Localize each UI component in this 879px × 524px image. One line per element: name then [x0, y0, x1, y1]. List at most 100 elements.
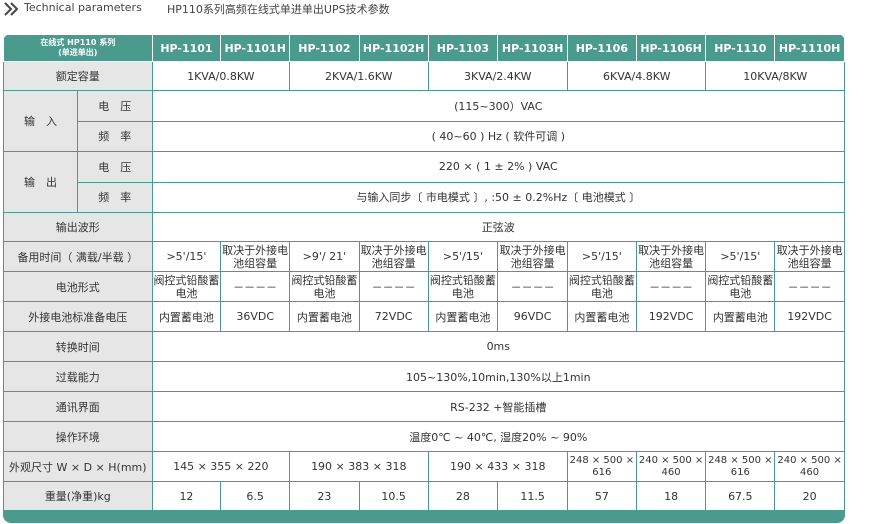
table-cell: 20	[774, 481, 845, 511]
table-cell: 6KVA/4.8KW	[566, 61, 707, 91]
row-label: 重量(净重)kg	[3, 481, 153, 511]
row-label: 外接电池标准备电压	[3, 301, 153, 332]
table-cell: 与输入同步〔 市电模式 〕, :50 ± 0.2%Hz〔 电池模式 〕	[151, 181, 845, 213]
double-chevron-icon	[4, 2, 19, 16]
table-cell: 248 × 500 × 616	[566, 451, 637, 482]
input-group-cell: 输 入 电 压 频 率	[3, 90, 153, 152]
table-row: 电池形式 阀控式铅酸蓄电池 －－－－ 阀控式铅酸蓄电池 －－－－ 阀控式铅酸蓄电…	[3, 271, 845, 302]
table-cell: 23	[289, 481, 360, 511]
table-cell: 取决于外接电池组容量	[497, 241, 568, 272]
table-cell: 36VDC	[220, 301, 291, 332]
table-cell: >5'/15'	[705, 241, 776, 272]
table-cell: －－－－	[358, 271, 429, 302]
table-cell: 2KVA/1.6KW	[289, 61, 429, 91]
table-cell: 190 × 433 × 318	[427, 451, 568, 482]
table-cell: 阀控式铅酸蓄电池	[566, 271, 637, 302]
table-cell: 阀控式铅酸蓄电池	[705, 271, 776, 302]
table-cell: 0ms	[151, 331, 845, 362]
table-cell: 温度0℃ ~ 40℃, 湿度20% ~ 90%	[151, 421, 845, 452]
section-label: Technical parameters	[24, 1, 142, 14]
table-cell: RS-232 +智能插槽	[151, 391, 845, 422]
table-cell: 145 × 355 × 220	[151, 451, 291, 482]
table-cell: 190 × 383 × 318	[289, 451, 429, 482]
table-row: 额定容量 1KVA/0.8KW 2KVA/1.6KW 3KVA/2.4KW 6K…	[3, 61, 845, 91]
corner-cell: 在线式 HP110 系列 (单进单出)	[3, 34, 153, 62]
model-header: HP-1103H	[497, 34, 568, 62]
table-cell: 10KVA/8KW	[705, 61, 845, 91]
output-group-cell: 输 出 电 压 频 率	[3, 151, 153, 213]
model-header: HP-1101H	[220, 34, 291, 62]
row-label: 过载能力	[3, 361, 153, 392]
table-cell: 取决于外接电池组容量	[358, 241, 429, 272]
table-cell: 240 × 500 × 460	[774, 451, 845, 482]
table-row: 操作环境 温度0℃ ~ 40℃, 湿度20% ~ 90%	[3, 421, 845, 452]
table-cell: (115~300）VAC	[151, 90, 845, 122]
table-cell: 220 × ( 1 ± 2% ) VAC	[151, 151, 845, 183]
top-bar: Technical parameters HP110系列高频在线式单进单出UPS…	[0, 0, 879, 18]
table-cell: 67.5	[705, 481, 776, 511]
table-cell: 阀控式铅酸蓄电池	[427, 271, 499, 302]
table-cell: >9'/ 21'	[289, 241, 360, 272]
row-label: 输 入	[4, 91, 78, 151]
sub-label: 电 压	[78, 92, 152, 122]
table-cell: 内置蓄电池	[151, 301, 222, 332]
table-row: ( 40~60 ) Hz ( 软件可调 )	[4, 120, 845, 152]
table-cell: 正弦波	[151, 212, 845, 242]
model-header: HP-1102H	[358, 34, 429, 62]
spec-table-container: 在线式 HP110 系列 (单进单出) HP-1101 HP-1101H HP-…	[3, 34, 845, 523]
model-header: HP-1110	[705, 34, 776, 62]
table-cell: 28	[427, 481, 499, 511]
model-header: HP-1103	[427, 34, 499, 62]
model-header: HP-1110H	[774, 34, 845, 62]
table-cell: 取决于外接电池组容量	[220, 241, 291, 272]
table-row: 外接电池标准备电压 内置蓄电池 36VDC 内置蓄电池 72VDC 内置蓄电池 …	[3, 301, 845, 332]
table-row: 输出波形 正弦波	[3, 212, 845, 242]
table-cell: 57	[566, 481, 637, 511]
table-cell: －－－－	[220, 271, 291, 302]
row-label: 输 出	[4, 152, 78, 212]
table-cell: 内置蓄电池	[427, 301, 499, 332]
sub-label: 频 率	[98, 191, 132, 205]
table-cell: 192VDC	[635, 301, 707, 332]
sub-label: 频 率	[98, 130, 132, 144]
table-cell: 11.5	[497, 481, 568, 511]
table-cell: 3KVA/2.4KW	[427, 61, 568, 91]
table-cell: >5'/15'	[427, 241, 499, 272]
table-cell: 248 × 500 × 616	[705, 451, 776, 482]
table-cell: 18	[635, 481, 707, 511]
corner-line-1: 在线式 HP110 系列	[40, 38, 116, 47]
table-row: 与输入同步〔 市电模式 〕, :50 ± 0.2%Hz〔 电池模式 〕	[4, 181, 845, 213]
table-cell: 阀控式铅酸蓄电池	[289, 271, 360, 302]
table-cell: 10.5	[358, 481, 429, 511]
table-cell: ( 40~60 ) Hz ( 软件可调 )	[151, 120, 845, 152]
table-row: 转换时间 0ms	[3, 331, 845, 362]
model-header: HP-1106H	[635, 34, 707, 62]
table-cell: －－－－	[774, 271, 845, 302]
row-label: 通讯界面	[3, 391, 153, 422]
row-label: 输出波形	[3, 212, 153, 242]
header-row: 在线式 HP110 系列 (单进单出) HP-1101 HP-1101H HP-…	[3, 34, 845, 62]
row-label: 额定容量	[3, 61, 153, 91]
table-cell: 取决于外接电池组容量	[774, 241, 845, 272]
spec-table: 在线式 HP110 系列 (单进单出) HP-1101 HP-1101H HP-…	[3, 34, 845, 511]
table-cell: >5'/15'	[151, 241, 222, 272]
table-cell: 取决于外接电池组容量	[635, 241, 707, 272]
row-label: 外观尺寸 W × D × H(mm)	[3, 451, 153, 482]
table-cell: 12	[151, 481, 222, 511]
model-header: HP-1101	[151, 34, 222, 62]
row-label: 备用时间（ 满载/半载 ）	[3, 241, 153, 272]
table-row: 外观尺寸 W × D × H(mm) 145 × 355 × 220 190 ×…	[3, 451, 845, 482]
table-cell: 192VDC	[774, 301, 845, 332]
table-row: 重量(净重)kg 12 6.5 23 10.5 28 11.5 57 18 67…	[3, 481, 845, 511]
sub-label: 电 压	[78, 153, 152, 183]
row-label: 电池形式	[3, 271, 153, 302]
table-row: 备用时间（ 满载/半载 ） >5'/15' 取决于外接电池组容量 >9'/ 21…	[3, 241, 845, 272]
table-row: 输 入 电 压 频 率 (115~300）VAC	[3, 90, 845, 152]
table-row: 输 出 电 压 频 率 220 × ( 1 ± 2% ) VAC	[3, 151, 845, 213]
table-cell: 1KVA/0.8KW	[151, 61, 291, 91]
table-cell: －－－－	[497, 271, 568, 302]
table-cell: 240 × 500 × 460	[635, 451, 707, 482]
section-title: HP110系列高频在线式单进单出UPS技术参数	[167, 3, 390, 16]
row-label: 操作环境	[3, 421, 153, 452]
model-header: HP-1102	[289, 34, 360, 62]
